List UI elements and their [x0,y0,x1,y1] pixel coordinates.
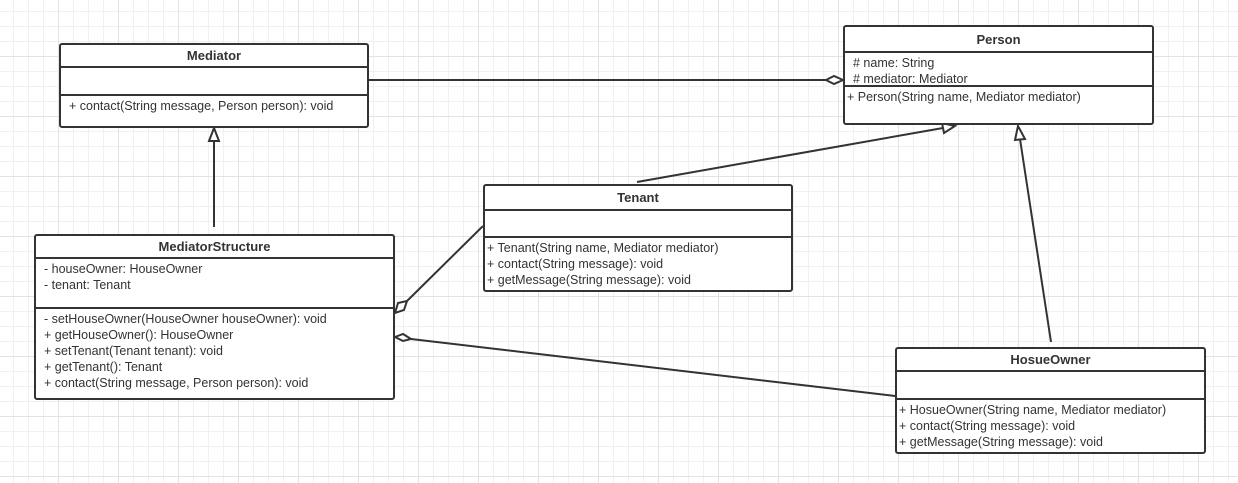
class-name: Person [845,27,1152,53]
generalization-arrowhead [207,125,221,142]
methods-section: + HosueOwner(String name, Mediator media… [897,400,1204,452]
attribute: - tenant: Tenant [44,278,131,292]
method: + contact(String message, Person person)… [69,99,334,113]
method: + contact(String message, Person person)… [44,376,309,390]
class-name: Tenant [485,186,791,211]
method: + getHouseOwner(): HouseOwner [44,328,234,342]
attribute: # mediator: Mediator [853,72,968,86]
method: + HosueOwner(String name, Mediator media… [899,403,1167,417]
aggregation-diamond [392,332,414,343]
methods-section: + Tenant(String name, Mediator mediator)… [485,238,791,290]
method: + getMessage(String message): void [899,435,1103,449]
method: + Person(String name, Mediator mediator) [847,90,1081,104]
attributes-section: # name: String # mediator: Mediator [845,53,1152,87]
attribute: - houseOwner: HouseOwner [44,262,203,276]
class-hosue-owner[interactable]: HosueOwner + HosueOwner(String name, Medi… [895,347,1206,454]
class-tenant[interactable]: Tenant + Tenant(String name, Mediator med… [483,184,793,292]
class-mediator[interactable]: Mediator + contact(String message, Person… [59,43,369,128]
generalization-arrowhead [1013,123,1027,142]
methods-section: - setHouseOwner(HouseOwner houseOwner): … [36,309,393,398]
attribute: # name: String [853,56,935,70]
method: + getTenant(): Tenant [44,360,163,374]
class-person[interactable]: Person # name: String # mediator: Mediator… [843,25,1154,125]
methods-section: + contact(String message, Person person)… [61,96,367,126]
class-mediator-structure[interactable]: MediatorStructure- houseOwner: HouseOwne… [34,234,395,400]
methods-section: + Person(String name, Mediator mediator) [845,87,1152,123]
aggregation-diamond [823,74,846,86]
class-name: MediatorStructure [36,236,393,259]
class-name: Mediator [61,45,367,68]
method: + Tenant(String name, Mediator mediator) [487,241,719,255]
aggregation-hosueowner-mediatorstructure[interactable] [410,338,896,397]
attributes-section [897,372,1204,400]
aggregation-tenant-mediatorstructure[interactable] [405,225,484,303]
generalization-tenant-person[interactable] [636,127,944,183]
attributes-section [61,68,367,96]
method: + contact(String message): void [487,257,664,271]
method: + setTenant(Tenant tenant): void [44,344,223,358]
aggregation-diamond [393,299,409,315]
method: + getMessage(String message): void [487,273,691,287]
generalization-hosueowner-person[interactable] [1019,138,1052,343]
attributes-section: - houseOwner: HouseOwner - tenant: Tenant [36,259,393,309]
method: - setHouseOwner(HouseOwner houseOwner): … [44,312,327,326]
class-name: HosueOwner [897,349,1204,372]
method: + contact(String message): void [899,419,1076,433]
attributes-section [485,211,791,238]
